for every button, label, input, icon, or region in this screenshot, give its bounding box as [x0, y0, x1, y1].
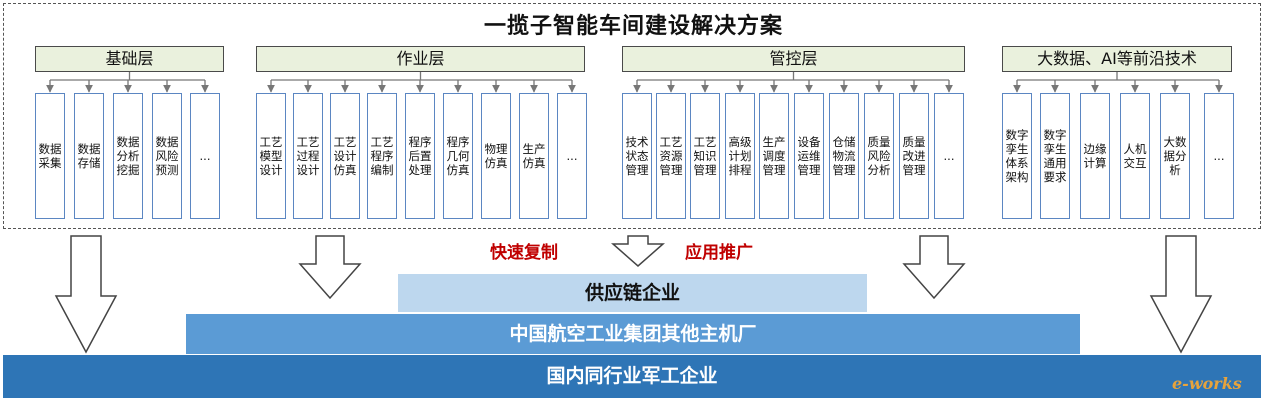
sub-item-box: 工艺程序编制	[367, 93, 397, 219]
sub-item-box: 数字孪生通用要求	[1040, 93, 1070, 219]
sub-item-box: 数据风险预测	[152, 93, 182, 219]
sub-item-box: 高级计划排程	[725, 93, 755, 219]
sub-item-box: 仓储物流管理	[829, 93, 859, 219]
sub-item-box: ...	[557, 93, 587, 219]
sub-item-box: 程序后置处理	[405, 93, 435, 219]
sub-item-box: 工艺过程设计	[293, 93, 323, 219]
phrase-rapid-copy: 快速复制	[490, 243, 558, 263]
sub-item-label: 数据存储	[77, 142, 101, 170]
sub-item-label: 数据采集	[38, 142, 62, 170]
sub-item-box: ...	[934, 93, 964, 219]
big-down-arrow-4	[902, 235, 966, 300]
sub-item-label: 程序几何仿真	[446, 135, 470, 177]
sub-item-label: 设备运维管理	[797, 135, 821, 177]
sub-item-box: 质量风险分析	[864, 93, 894, 219]
phrase-promotion: 应用推广	[685, 243, 753, 263]
sub-item-label: 工艺资源管理	[659, 135, 683, 177]
big-down-arrow-2	[298, 235, 362, 300]
sub-item-box: 生产仿真	[519, 93, 549, 219]
sub-item-label: ...	[199, 149, 211, 163]
sub-item-label: 工艺过程设计	[296, 135, 320, 177]
sub-item-box: 数字孪生体系架构	[1002, 93, 1032, 219]
sub-item-label: 仓储物流管理	[832, 135, 856, 177]
sub-item-box: 数据存储	[74, 93, 104, 219]
sub-item-label: ...	[566, 149, 578, 163]
category-header-0: 基础层	[35, 46, 224, 72]
sub-item-label: 工艺模型设计	[259, 135, 283, 177]
big-down-arrow-3	[611, 235, 665, 267]
category-header-1: 作业层	[256, 46, 585, 72]
sub-item-box: 人机交互	[1120, 93, 1150, 219]
sub-item-box: 数据分析挖掘	[113, 93, 143, 219]
band-supply-chain: 供应链企业	[398, 274, 867, 312]
band-avic-oems: 中国航空工业集团其他主机厂	[186, 314, 1080, 354]
sub-item-box: 数据采集	[35, 93, 65, 219]
sub-item-label: ...	[1213, 149, 1225, 163]
diagram-title: 一揽子智能车间建设解决方案	[483, 14, 783, 39]
sub-item-box: ...	[190, 93, 220, 219]
sub-item-box: 物理仿真	[481, 93, 511, 219]
sub-item-label: 数字孪生通用要求	[1043, 128, 1067, 184]
sub-item-label: 高级计划排程	[728, 135, 752, 177]
sub-item-box: 设备运维管理	[794, 93, 824, 219]
sub-item-box: 大数据分析	[1160, 93, 1190, 219]
category-header-3: 大数据、AI等前沿技术	[1002, 46, 1232, 72]
sub-item-label: 生产调度管理	[762, 135, 786, 177]
sub-item-label: 工艺知识管理	[693, 135, 717, 177]
sub-item-box: 质量改进管理	[899, 93, 929, 219]
sub-item-label: 技术状态管理	[625, 135, 649, 177]
sub-item-label: 大数据分析	[1163, 135, 1187, 177]
sub-item-label: 生产仿真	[522, 142, 546, 170]
sub-item-label: 数字孪生体系架构	[1005, 128, 1029, 184]
category-header-2: 管控层	[622, 46, 965, 72]
sub-item-label: 数据分析挖掘	[116, 135, 140, 177]
sub-item-box: 技术状态管理	[622, 93, 652, 219]
sub-item-label: 工艺设计仿真	[333, 135, 357, 177]
sub-item-label: ...	[943, 149, 955, 163]
sub-item-label: 物理仿真	[484, 142, 508, 170]
sub-item-label: 质量风险分析	[867, 135, 891, 177]
band-domestic-military: 国内同行业军工企业	[3, 355, 1261, 398]
sub-item-box: 程序几何仿真	[443, 93, 473, 219]
sub-item-label: 质量改进管理	[902, 135, 926, 177]
sub-item-box: 边缘计算	[1080, 93, 1110, 219]
sub-item-box: 工艺资源管理	[656, 93, 686, 219]
sub-item-label: 人机交互	[1123, 142, 1147, 170]
big-down-arrow-1	[54, 235, 118, 354]
sub-item-label: 边缘计算	[1083, 142, 1107, 170]
solution-frame	[3, 3, 1261, 229]
sub-item-label: 数据风险预测	[155, 135, 179, 177]
sub-item-box: 工艺设计仿真	[330, 93, 360, 219]
sub-item-box: 工艺模型设计	[256, 93, 286, 219]
sub-item-label: 工艺程序编制	[370, 135, 394, 177]
sub-item-box: 生产调度管理	[759, 93, 789, 219]
sub-item-box: 工艺知识管理	[690, 93, 720, 219]
eworks-logo: e-works	[1172, 374, 1242, 393]
big-down-arrow-5	[1149, 235, 1213, 354]
sub-item-label: 程序后置处理	[408, 135, 432, 177]
sub-item-box: ...	[1204, 93, 1234, 219]
